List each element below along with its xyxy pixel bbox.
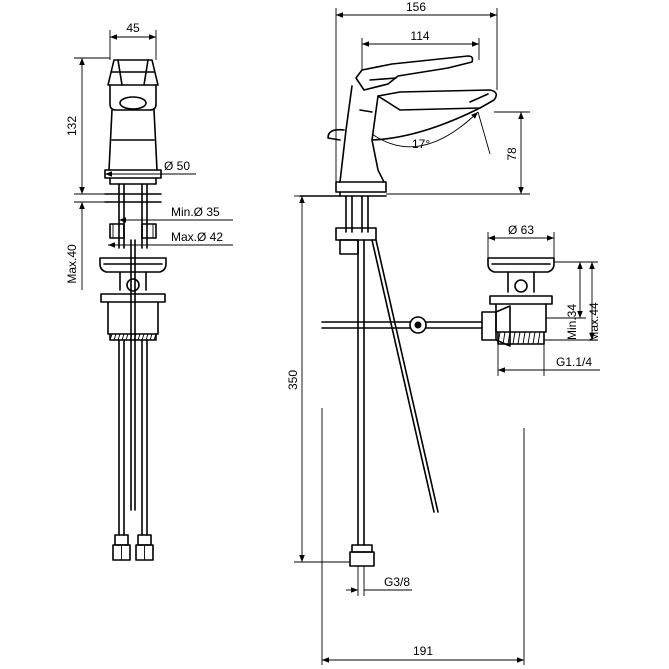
dim-waste-diameter: Ø 63: [508, 223, 534, 237]
dim-base-diameter: Ø 50: [164, 159, 190, 173]
dim-waste-max: Max.44: [587, 302, 601, 342]
waste-detail: [487, 257, 555, 345]
waste-thread-hatch: [497, 331, 541, 345]
dim-lever-angle: 17°: [412, 137, 430, 151]
side-view: [299, 55, 511, 567]
front-dimensions: 45 132 Ø 50 Max.40 Min.Ø 35 Max.Ø 42: [65, 21, 233, 290]
dim-pull-rod-length: 191: [413, 644, 433, 658]
dim-spout-reach: 114: [410, 29, 429, 43]
dim-supply-length: 350: [286, 370, 300, 390]
dim-front-height: 132: [65, 116, 79, 136]
dim-hole-min: Min.Ø 35: [171, 205, 220, 219]
side-dimensions: 156 114 17° 78 350 Ø 63 Min.34 Max.44: [286, 0, 601, 665]
dim-overall-depth: 156: [406, 0, 426, 14]
dim-front-width: 45: [126, 21, 140, 35]
front-view: [99, 59, 167, 561]
dim-waste-thread: G1.1/4: [556, 355, 592, 369]
dim-supply-thread: G3/8: [384, 575, 410, 589]
dim-spout-height: 78: [505, 147, 519, 161]
dim-hole-max: Max.Ø 42: [171, 230, 223, 244]
thread-hatch: [109, 333, 157, 341]
dim-deck-max: Max.40: [65, 244, 79, 284]
dim-waste-min: Min.34: [565, 304, 579, 340]
